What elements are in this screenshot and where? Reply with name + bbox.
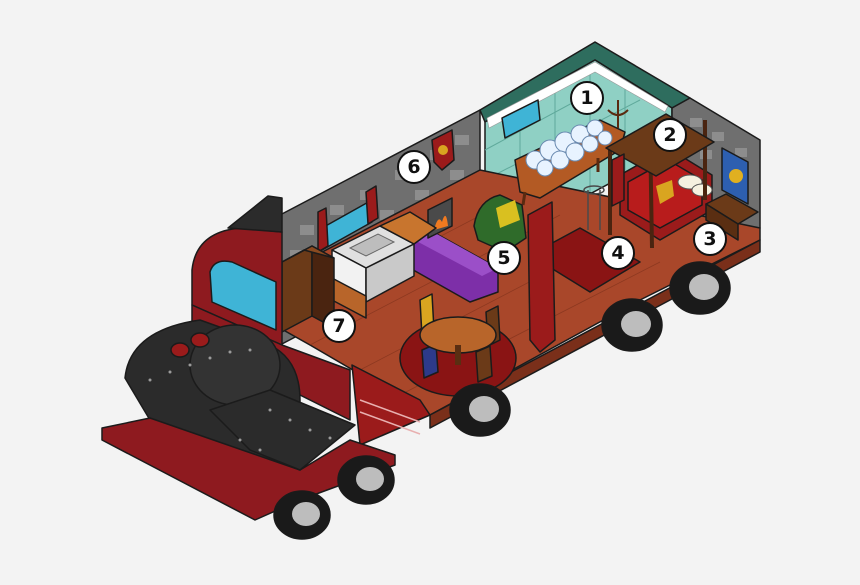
marker-6: 6 [397, 150, 431, 184]
fire [434, 215, 448, 230]
sink-basin [348, 233, 396, 257]
partition-curtain [527, 201, 556, 353]
marker-1: 1 [570, 81, 604, 115]
marker-3: 3 [693, 222, 727, 256]
wheel [273, 490, 331, 540]
svg-text:6: 6 [407, 156, 420, 178]
engine-base [101, 417, 396, 521]
svg-text:3: 3 [703, 228, 716, 250]
wheel [449, 383, 511, 437]
engine-step-lines [359, 399, 421, 435]
cab-window [209, 260, 277, 331]
wardrobe-top [281, 245, 335, 263]
engine-steps [351, 364, 431, 446]
svg-text:7: 7 [332, 315, 345, 337]
engine-front-plate [209, 389, 356, 471]
marker-5: 5 [487, 241, 521, 275]
window-curtain-right [365, 185, 379, 225]
bed-curtain [611, 153, 625, 207]
wheel [337, 455, 395, 505]
steam-dome [190, 332, 210, 348]
table-leg [455, 345, 461, 365]
cab-roof [227, 195, 283, 233]
svg-text:4: 4 [611, 242, 624, 264]
bathroom-mirror [501, 99, 541, 139]
wheel [601, 298, 663, 352]
trunk-front [705, 203, 739, 241]
wheel [669, 261, 731, 315]
bathroom-frieze [486, 61, 669, 129]
candelabra [607, 100, 629, 128]
svg-text:2: 2 [663, 124, 676, 146]
bath-bubbles [525, 119, 613, 177]
steam-dome [170, 342, 190, 358]
portrait-emblem [729, 169, 743, 183]
boiler-rivets [148, 348, 332, 452]
svg-text:5: 5 [497, 247, 510, 269]
marker-2: 2 [653, 118, 687, 152]
towel-stand [583, 185, 605, 230]
marker-4: 4 [601, 236, 635, 270]
bed-crest [656, 180, 674, 204]
bedroom-rug [529, 227, 641, 293]
armchair-cushion [496, 200, 520, 228]
tub-leg [521, 191, 527, 206]
marker-7: 7 [322, 309, 356, 343]
counter-wood [379, 211, 437, 245]
window-curtain-left [317, 207, 329, 253]
banner-crest [438, 145, 448, 155]
svg-text:1: 1 [580, 87, 593, 109]
sink-cabinet-side [365, 243, 415, 303]
